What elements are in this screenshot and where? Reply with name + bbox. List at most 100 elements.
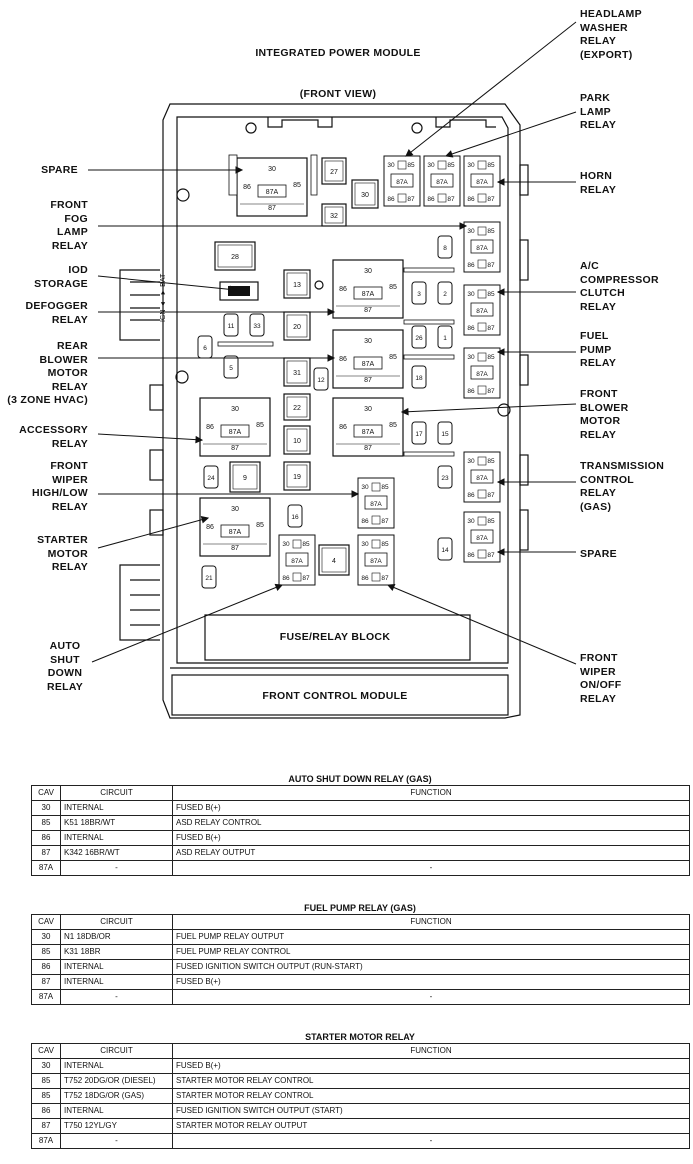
fuse-inner bbox=[321, 547, 347, 573]
table-row: 87A-- bbox=[31, 989, 690, 1005]
pin-label: 86 bbox=[467, 492, 475, 499]
leader-horn-arrowhead bbox=[496, 178, 505, 186]
cell-function: STARTER MOTOR RELAY OUTPUT bbox=[172, 1118, 690, 1134]
bus-strip bbox=[403, 319, 455, 325]
callout-horn-relay: HORN RELAY bbox=[580, 170, 617, 196]
pin-label: 87 bbox=[268, 205, 276, 212]
pin-slot bbox=[477, 289, 487, 299]
fuse-inner bbox=[286, 360, 308, 384]
pin-label: 85 bbox=[389, 422, 397, 429]
relay-headlamp-washer bbox=[383, 155, 421, 207]
fuse-19 bbox=[283, 461, 311, 491]
relay-pin-box bbox=[353, 424, 383, 438]
fuse-number: 28 bbox=[231, 254, 239, 261]
pin-label: 86 bbox=[339, 286, 347, 293]
pin-label: 86 bbox=[467, 325, 475, 332]
leader-starter-motor-arrowhead bbox=[200, 516, 210, 524]
pin-label: 86 bbox=[387, 196, 395, 203]
fuse-18 bbox=[411, 365, 427, 389]
fuse-number: 20 bbox=[293, 324, 301, 331]
pin-label: 87A bbox=[476, 245, 488, 252]
bus-strip bbox=[217, 341, 274, 347]
leader-accessory bbox=[97, 433, 203, 441]
table-row: 87A-- bbox=[31, 1133, 690, 1149]
cell-function: STARTER MOTOR RELAY CONTROL bbox=[172, 1073, 690, 1089]
fuse-number: 32 bbox=[330, 213, 338, 220]
fuse-27 bbox=[321, 157, 347, 185]
relay-pin-box bbox=[220, 524, 250, 538]
callout-spare-right: SPARE bbox=[580, 548, 617, 560]
callout-front-wiper-high-low-relay: FRONT WIPER HIGH/LOW RELAY bbox=[31, 460, 88, 513]
fuse-2 bbox=[437, 281, 453, 305]
fuse-22 bbox=[283, 393, 311, 421]
fuse-14 bbox=[437, 537, 453, 561]
pin-label: 30 bbox=[361, 484, 369, 491]
callout-starter-motor-relay: STARTER MOTOR RELAY bbox=[37, 534, 88, 573]
fuse-inner bbox=[324, 206, 344, 224]
pin-label: 30 bbox=[282, 541, 290, 548]
relay-defogger bbox=[332, 259, 404, 319]
pin-label: 87 bbox=[487, 196, 495, 203]
pin-label: 87A bbox=[266, 189, 279, 196]
fuse-inner bbox=[217, 244, 253, 268]
pin-label: 85 bbox=[381, 484, 389, 491]
fuse-24 bbox=[203, 465, 219, 489]
relay-front-blower bbox=[332, 397, 404, 457]
pin-label: 87A bbox=[476, 308, 488, 315]
relay-front-wiper-high-low bbox=[357, 477, 395, 529]
relay-pin-box bbox=[353, 356, 383, 370]
pin-slot bbox=[397, 160, 407, 170]
table-header-row: CAV CIRCUIT FUNCTION bbox=[31, 914, 690, 930]
table-auto-shut-down-relay: AUTO SHUT DOWN RELAY (GAS) CAV CIRCUIT F… bbox=[31, 773, 690, 876]
pin-label: 85 bbox=[487, 291, 495, 298]
cell-function: FUSED IGNITION SWITCH OUTPUT (START) bbox=[172, 1103, 690, 1119]
cell-circuit: T750 12YL/GY bbox=[60, 1118, 173, 1134]
fuse-number: 14 bbox=[441, 547, 449, 554]
pin-label: 85 bbox=[302, 541, 310, 548]
table-starter-motor-relay: STARTER MOTOR RELAY CAV CIRCUIT FUNCTION… bbox=[31, 1031, 690, 1149]
pin-label: 85 bbox=[381, 541, 389, 548]
leader-front-wiper-on-off bbox=[387, 584, 577, 665]
relay-front-fog-lamp bbox=[463, 221, 501, 273]
pin-label: 85 bbox=[407, 162, 415, 169]
bus-strip bbox=[403, 354, 455, 360]
cell-function: - bbox=[172, 989, 690, 1005]
pin-label: 87A bbox=[229, 529, 242, 536]
leader-park-lamp-arrowhead bbox=[444, 150, 454, 158]
pin-label: 86 bbox=[427, 196, 435, 203]
pin-slot bbox=[477, 385, 487, 395]
pin-label: 87A bbox=[476, 535, 488, 542]
pin-label: 87 bbox=[487, 388, 495, 395]
pin-label: 87 bbox=[364, 307, 372, 314]
leader-ac-compressor-arrowhead bbox=[496, 288, 505, 296]
header-cav: CAV bbox=[31, 785, 61, 801]
leader-spare-right-arrowhead bbox=[496, 548, 505, 556]
cell-circuit: - bbox=[60, 860, 173, 876]
leader-park-lamp bbox=[445, 111, 577, 157]
callout-transmission-control-relay: TRANSMISSION CONTROL RELAY (GAS) bbox=[580, 460, 665, 513]
fuse-23 bbox=[437, 465, 453, 489]
pin-label: 86 bbox=[467, 196, 475, 203]
fuse-number: 26 bbox=[415, 335, 423, 342]
pin-slot bbox=[397, 193, 407, 203]
leader-accessory-arrowhead bbox=[195, 435, 204, 444]
cell-function: FUSED IGNITION SWITCH OUTPUT (RUN-START) bbox=[172, 959, 690, 975]
bus-strip bbox=[403, 267, 455, 273]
fuse-21 bbox=[201, 565, 217, 589]
pin-label: 86 bbox=[243, 184, 251, 191]
pin-label: 30 bbox=[467, 458, 475, 465]
leader-auto-shut-down-arrowhead bbox=[274, 583, 284, 591]
fuse-number: 1 bbox=[443, 335, 447, 342]
fuse-number: 4 bbox=[332, 558, 336, 565]
fuse-11 bbox=[223, 313, 239, 337]
header-function: FUNCTION bbox=[172, 785, 690, 801]
pin-label: 30 bbox=[467, 354, 475, 361]
fuse-inner bbox=[324, 160, 344, 182]
callout-rear-blower-motor-relay: REAR BLOWER MOTOR RELAY (3 ZONE HVAC) bbox=[7, 340, 88, 406]
relay-pin-box bbox=[470, 239, 494, 254]
cell-circuit: - bbox=[60, 989, 173, 1005]
module-title-line2: (FRONT VIEW) bbox=[299, 87, 377, 100]
pin-label: 87 bbox=[364, 445, 372, 452]
fuse-number: 3 bbox=[417, 291, 421, 298]
